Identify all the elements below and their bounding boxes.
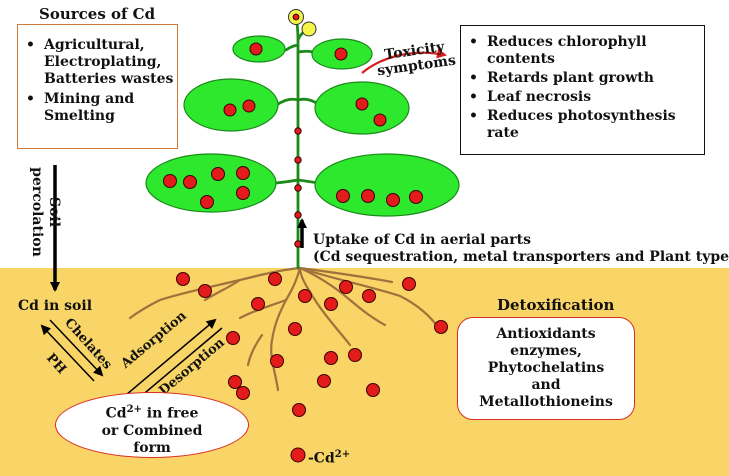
flower-center	[292, 13, 300, 21]
detox-box: Antioxidants enzymes, Phytochelatins and…	[457, 317, 635, 420]
legend-cd-icon	[290, 447, 306, 463]
detox-title: Detoxification	[497, 296, 615, 314]
sources-title: Sources of Cd	[39, 5, 156, 23]
free-form-ellipse: Cd2+ in free or Combined form	[55, 392, 249, 458]
leaf	[314, 153, 460, 217]
ph-chelates-arrows	[40, 319, 104, 382]
sources-item: Agricultural,Electroplating,Batteries wa…	[26, 37, 173, 88]
cd-ions-plant	[163, 42, 423, 248]
sources-box: Agricultural,Electroplating,Batteries wa…	[17, 24, 178, 149]
toxicity-arrow	[361, 48, 447, 74]
percolation-label: Soil percolation	[29, 167, 62, 257]
cd-in-soil-label: Cd in soil	[18, 298, 93, 314]
flower	[301, 21, 317, 37]
sources-list: Agricultural,Electroplating,Batteries wa…	[18, 37, 173, 125]
toxicity-item: Leaf necrosis	[469, 89, 700, 106]
uptake-label: Uptake of Cd in aerial parts (Cd sequest…	[313, 232, 729, 265]
legend-label: -Cd2+	[308, 449, 351, 467]
flowers	[288, 9, 317, 37]
cd-ions-soil	[176, 272, 448, 417]
toxicity-item: Retards plant growth	[469, 70, 700, 87]
